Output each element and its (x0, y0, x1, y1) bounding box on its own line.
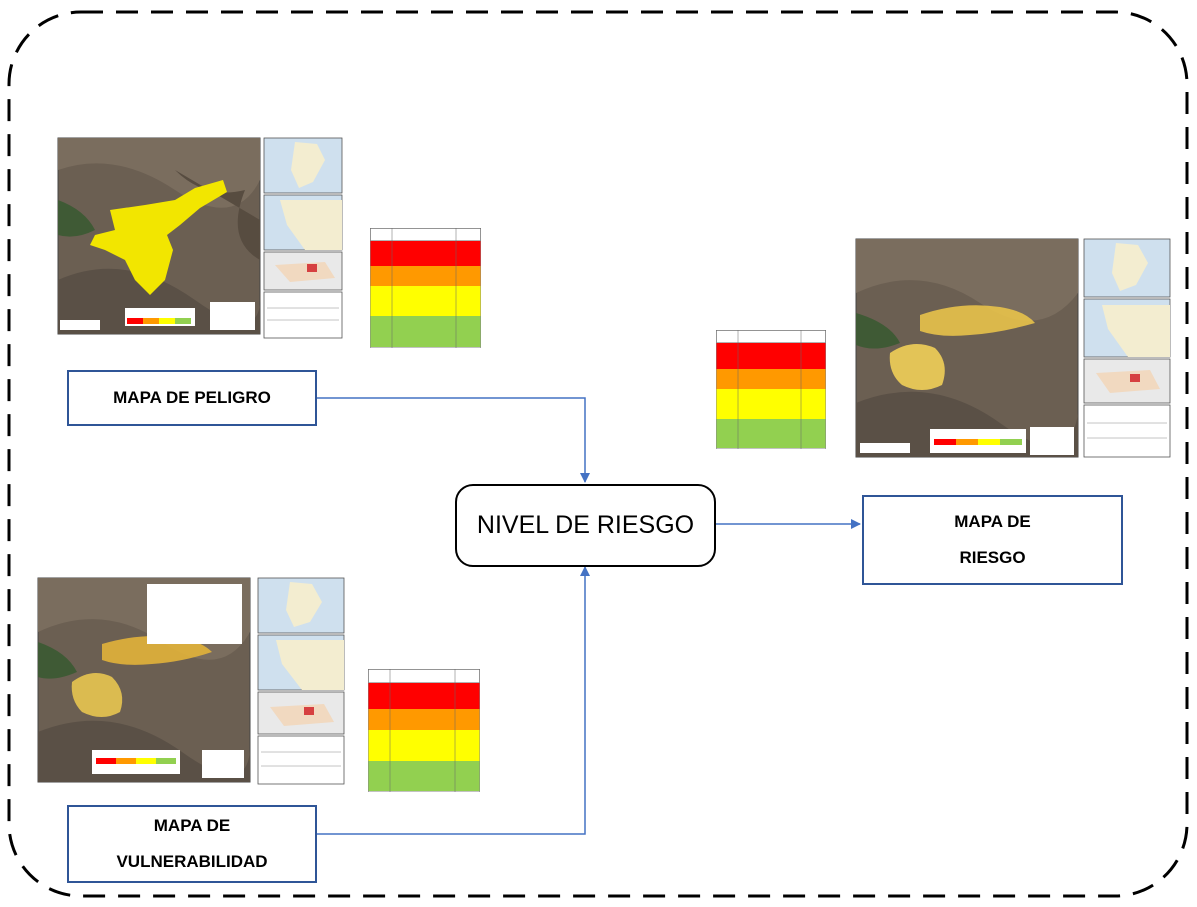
peligro-map-thumbnail (55, 130, 345, 342)
mapa-de-riesgo-label: MAPA DE RIESGO (954, 512, 1031, 567)
vulnerabilidad-level-table (368, 669, 480, 792)
mapa-de-peligro-label: MAPA DE PELIGRO (113, 388, 271, 407)
arrow-vulnerabilidad-to-nivel (317, 566, 590, 835)
mapa-de-peligro-box: MAPA DE PELIGRO (67, 370, 317, 426)
mapa-de-vulnerabilidad-label: MAPA DE VULNERABILIDAD (116, 816, 268, 871)
hazard-zone (90, 180, 227, 295)
vulnerabilidad-map-thumbnail (32, 572, 347, 794)
nivel-de-riesgo-label: NIVEL DE RIESGO (476, 511, 695, 539)
riesgo-map-thumbnail (850, 233, 1172, 465)
arrow-peligro-to-nivel (317, 397, 590, 483)
peligro-level-table (370, 228, 481, 348)
mapa-de-vulnerabilidad-box: MAPA DE VULNERABILIDAD (67, 805, 317, 883)
riesgo-level-table (716, 330, 826, 449)
mapa-de-riesgo-box: MAPA DE RIESGO (862, 495, 1123, 585)
nivel-de-riesgo-box: NIVEL DE RIESGO (455, 484, 716, 567)
